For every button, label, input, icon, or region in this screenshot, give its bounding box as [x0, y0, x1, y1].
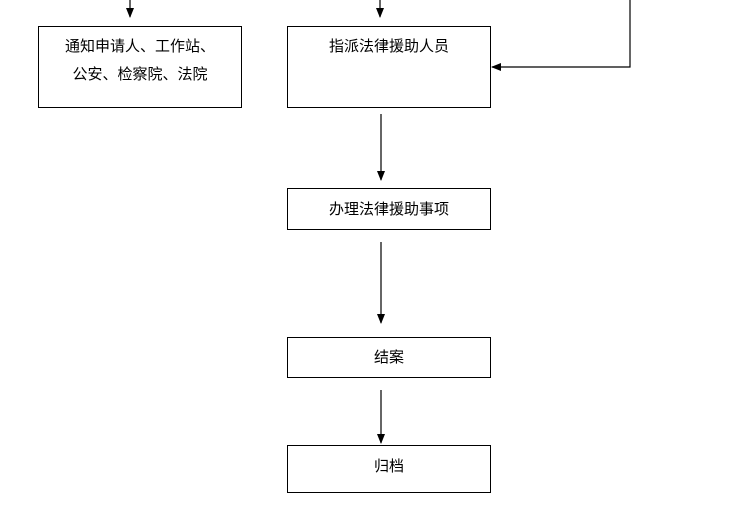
node-close-label: 结案 — [373, 348, 404, 366]
node-assign-legal-aid-staff: 指派法律援助人员 — [287, 26, 491, 108]
node-close-case: 结案 — [287, 337, 491, 378]
node-notify-line-1: 通知申请人、工作站、 — [64, 37, 215, 55]
node-archive-label: 归档 — [373, 457, 404, 475]
node-notify-line-2: 公安、检察院、法院 — [72, 65, 208, 83]
node-handle-legal-aid-matter: 办理法律援助事项 — [287, 188, 491, 230]
node-notify-parties: 通知申请人、工作站、 公安、检察院、法院 — [38, 26, 242, 108]
node-assign-label: 指派法律援助人员 — [328, 37, 449, 55]
arrow-right-branch-to-assign — [491, 0, 631, 71]
node-handle-label: 办理法律援助事项 — [328, 200, 449, 218]
node-archive: 归档 — [287, 445, 491, 493]
